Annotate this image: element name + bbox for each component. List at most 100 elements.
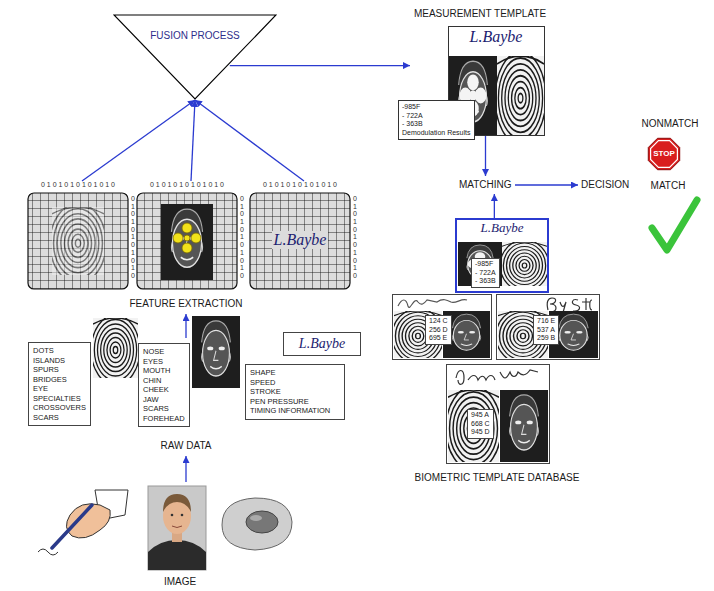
feature-item: CROSSOVERS	[33, 403, 86, 413]
photo-ground	[148, 486, 206, 570]
template-code: - 363B	[475, 277, 496, 286]
face-image	[500, 390, 548, 462]
feature-grid: 0 1 0 1 0 1 0 1 0 1 0 1 001010101010L.Ba…	[246, 181, 362, 293]
outcome-label: NONMATCH	[641, 118, 698, 130]
signature-text: L.Baybe	[470, 28, 523, 46]
mouth	[172, 526, 182, 528]
scanner-window	[246, 511, 278, 533]
demodulation-value: Demodulation Results	[402, 129, 470, 138]
demodulation-value: -985F	[402, 103, 420, 112]
eye	[171, 514, 174, 517]
octagon-rim	[651, 141, 678, 168]
binary-code: 01010101010	[353, 195, 358, 280]
demodulation-box: -985F- 722A- 363BDemodulation Results	[398, 100, 475, 140]
stored-template: 124 C256 D695 E	[392, 294, 492, 360]
feature-item: EYE	[33, 384, 48, 394]
section-label: RAW DATA	[161, 440, 212, 452]
signature-box: L.Baybe	[283, 332, 361, 356]
grid-panel	[250, 193, 350, 289]
fingerprint-image	[446, 386, 501, 470]
flow-arrow	[185, 314, 186, 338]
stop-sign: STOP	[646, 136, 682, 172]
stop-text: STOP	[653, 149, 675, 158]
flow-arrow	[230, 65, 410, 66]
template-code: 124 C	[429, 317, 448, 326]
ink-stroke	[38, 549, 58, 555]
section-label: BIOMETRIC TEMPLATE DATABASE	[415, 472, 580, 484]
feature-item: PEN PRESSURE	[250, 397, 309, 407]
template-code: -985F	[475, 260, 496, 269]
face-image	[192, 316, 240, 388]
signature-scrawl	[456, 370, 538, 384]
feature-item: TIMING INFORMATION	[250, 406, 330, 416]
feature-item: MOUTH	[143, 366, 171, 376]
decision-label: DECISION	[578, 176, 633, 194]
flow-arrow	[515, 184, 578, 185]
binary-code: 01010101010	[131, 195, 136, 280]
feature-dots	[173, 223, 201, 253]
feature-item: SPEED	[250, 378, 275, 388]
template-code: 945 D	[471, 428, 490, 437]
feature-item: STROKE	[250, 387, 281, 397]
process-label: MATCHING	[459, 179, 512, 191]
feature-item: CHIN	[143, 376, 161, 386]
feature-item: SPURS	[33, 365, 59, 375]
binary-code: 0 1 0 1 0 1 0 1 0 1 0 1 0	[150, 181, 224, 189]
feature-item: EYES	[143, 357, 163, 367]
template-code: 716 E	[537, 317, 555, 326]
flow-arrow	[494, 194, 495, 218]
check-mark	[652, 200, 697, 250]
process-label: MATCHING	[456, 176, 515, 194]
template-code: - 722A	[475, 269, 496, 278]
feature-item: SCARS	[143, 404, 169, 414]
demodulation-value: - 722A	[402, 112, 423, 121]
eye	[181, 514, 184, 517]
triangle-outline	[113, 14, 277, 100]
feature-grid: 0 1 0 1 0 1 0 1 0 1 0 1 0 01010101010	[24, 181, 140, 293]
binary-code: 0 1 0 1 0 1 0 1 0 1 0 1 0	[41, 181, 115, 189]
number-panel: 716 E537 A259 B	[533, 315, 559, 345]
decision-label: DECISION	[581, 179, 629, 191]
signature-scrawl	[398, 300, 467, 308]
feature-item: FOREHEAD	[143, 414, 185, 424]
scanner-highlight	[250, 515, 262, 521]
grid-panel	[137, 193, 237, 289]
feature-grid-art	[28, 193, 350, 289]
fingerprint-image	[91, 315, 140, 385]
selected-template: -985F- 722A- 363B L.Baybe	[455, 218, 549, 293]
feature-list: SHAPESPEEDSTROKEPEN PRESSURETIMING INFOR…	[245, 364, 345, 420]
demodulation-value: - 363B	[402, 120, 423, 129]
feature-item: DOTS	[33, 346, 54, 356]
stored-template: 716 E537 A259 B	[496, 294, 600, 360]
template-code: 695 E	[429, 334, 448, 343]
feature-item: SHAPE	[250, 368, 275, 378]
binary-code: 01010101010	[240, 195, 245, 280]
feature-item: BRIDGES	[33, 375, 67, 385]
feature-item: CHEEK	[143, 385, 169, 395]
fingerprint-image	[50, 204, 106, 283]
flow-arrow	[82, 100, 195, 181]
face-image	[161, 204, 213, 280]
template-code: 256 D	[429, 326, 448, 335]
feature-item: JAW	[143, 395, 159, 405]
hand-with-pen	[38, 490, 128, 555]
number-panel: 124 C256 D695 E	[425, 315, 452, 345]
feature-list: DOTSISLANDSSPURSBRIDGESEYESPECIALTIESCRO…	[28, 342, 91, 426]
feature-item: NOSE	[143, 347, 164, 357]
template-code: 537 A	[537, 326, 555, 335]
octagon-outline	[648, 138, 679, 169]
section-label: IMAGE	[164, 576, 196, 588]
template-code: 259 B	[537, 334, 555, 343]
flow-arrow	[195, 100, 304, 181]
binary-code: 0 1 0 1 0 1 0 1 0 1 0 1 0	[263, 181, 337, 189]
feature-item: SPECIALTIES	[33, 394, 81, 404]
outcome-label: MATCH	[651, 180, 686, 192]
feature-grid: 0 1 0 1 0 1 0 1 0 1 0 1 0 01010101010	[133, 181, 249, 293]
template-heading: MEASUREMENT TEMPLATE	[414, 8, 546, 20]
fingerprint-image	[495, 52, 546, 144]
fingerprint-scanner	[222, 498, 292, 550]
signature-text: L.Baybe	[481, 221, 524, 236]
triangle-outline	[114, 15, 276, 99]
